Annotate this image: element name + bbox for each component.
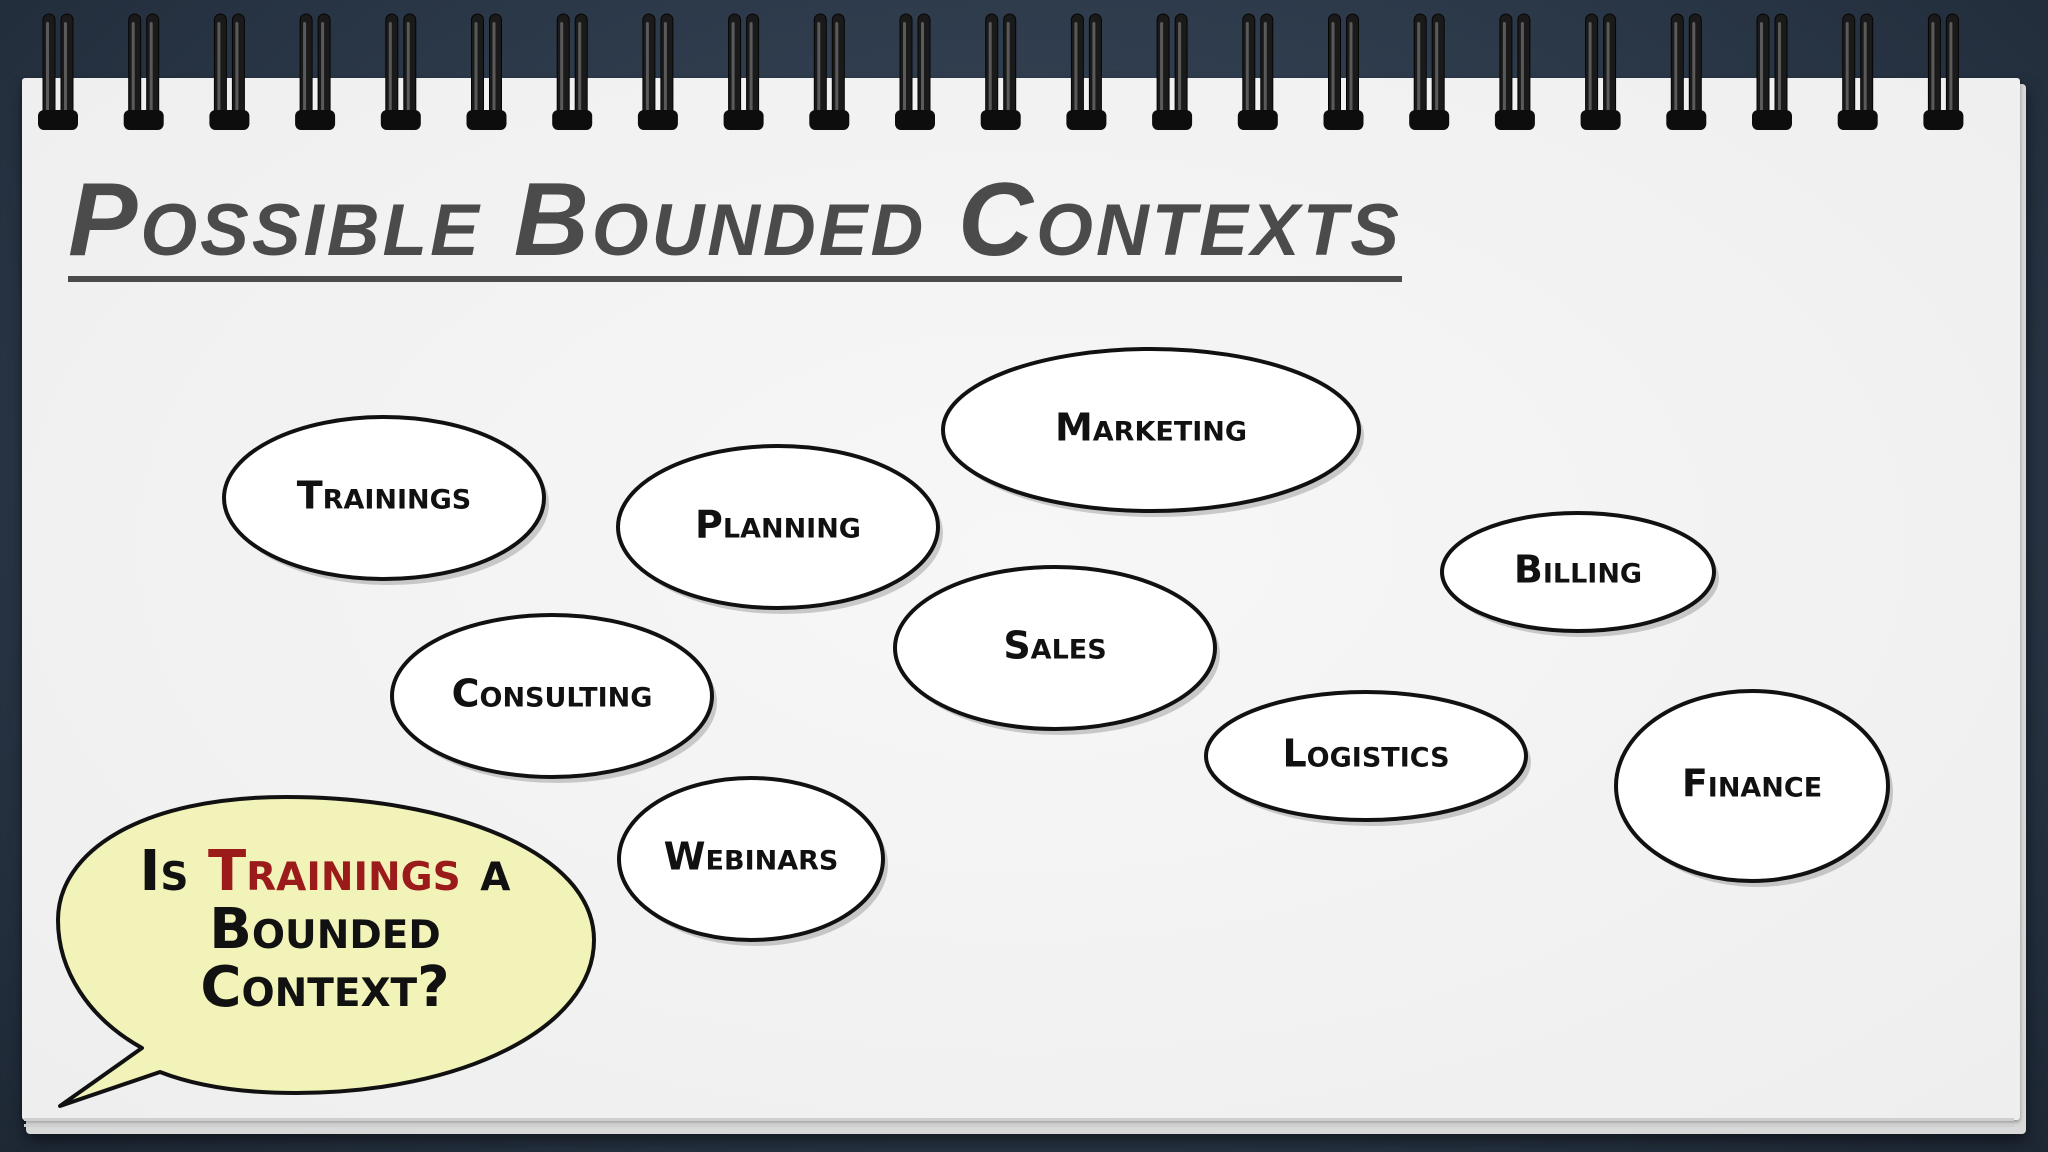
binding-ring	[1837, 13, 1878, 130]
context-label: Webinars	[664, 835, 839, 879]
binding-ring	[1752, 13, 1792, 130]
context-node-sales: Sales	[893, 565, 1220, 735]
context-ellipse	[1440, 511, 1716, 633]
callout-text: Is Trainings a Bounded Context?	[100, 843, 550, 1017]
context-label: Trainings	[297, 474, 472, 518]
context-node-webinars: Webinars	[617, 776, 888, 946]
context-label: Planning	[695, 503, 861, 547]
context-ellipse	[390, 613, 714, 779]
binding-ring	[1494, 13, 1535, 130]
binding-ring	[637, 13, 678, 130]
context-ellipse	[1204, 690, 1528, 822]
binding-ring	[1237, 13, 1278, 130]
context-ellipse	[222, 415, 546, 581]
binding-ring	[895, 13, 935, 130]
callout-bubble	[56, 795, 596, 1108]
binding-ring	[380, 13, 421, 130]
page-edge-line	[24, 1124, 2014, 1127]
callout-line-3: Context?	[200, 955, 450, 1020]
context-ellipse	[617, 776, 885, 942]
callout-line-1: Is Trainings a	[100, 843, 550, 901]
context-node-marketing: Marketing	[941, 347, 1364, 517]
page-edge-line	[24, 1118, 2014, 1121]
context-node-consulting: Consulting	[390, 613, 717, 783]
context-label: Consulting	[452, 672, 653, 716]
binding-ring	[723, 13, 764, 130]
binding-ring	[809, 13, 850, 130]
context-label: Finance	[1682, 762, 1822, 806]
binding-ring	[1580, 13, 1621, 130]
binding-ring	[1066, 13, 1107, 130]
context-ellipse	[893, 565, 1217, 731]
binding-ring	[466, 13, 507, 130]
callout-part-1: Is	[139, 839, 189, 904]
binding-ring	[1666, 13, 1707, 130]
binding-ring	[980, 13, 1021, 130]
binding-ring	[552, 13, 593, 130]
context-node-logistics: Logistics	[1204, 690, 1531, 826]
spiral-binding	[38, 13, 1964, 130]
callout-line-2: Bounded	[209, 897, 441, 962]
context-label: Sales	[1003, 624, 1106, 668]
binding-ring	[295, 13, 336, 130]
binding-ring	[1409, 13, 1450, 130]
context-label: Marketing	[1055, 406, 1247, 450]
binding-ring	[1152, 13, 1193, 130]
binding-ring	[209, 13, 250, 130]
context-ellipse	[1614, 689, 1890, 883]
callout-highlight: Trainings	[207, 839, 461, 904]
context-ellipse	[616, 444, 940, 610]
context-label: Logistics	[1282, 732, 1449, 776]
binding-ring	[38, 13, 78, 130]
context-ellipse	[941, 347, 1361, 513]
binding-ring	[1923, 13, 1964, 130]
page-title: Possible Bounded Contexts	[68, 168, 1402, 282]
context-node-trainings: Trainings	[222, 415, 549, 585]
binding-ring	[1323, 13, 1364, 130]
callout-part-2: a	[480, 839, 511, 904]
context-node-billing: Billing	[1440, 511, 1719, 637]
context-label: Billing	[1514, 548, 1642, 592]
context-node-planning: Planning	[616, 444, 943, 614]
binding-ring	[123, 13, 164, 130]
context-node-finance: Finance	[1614, 689, 1893, 887]
